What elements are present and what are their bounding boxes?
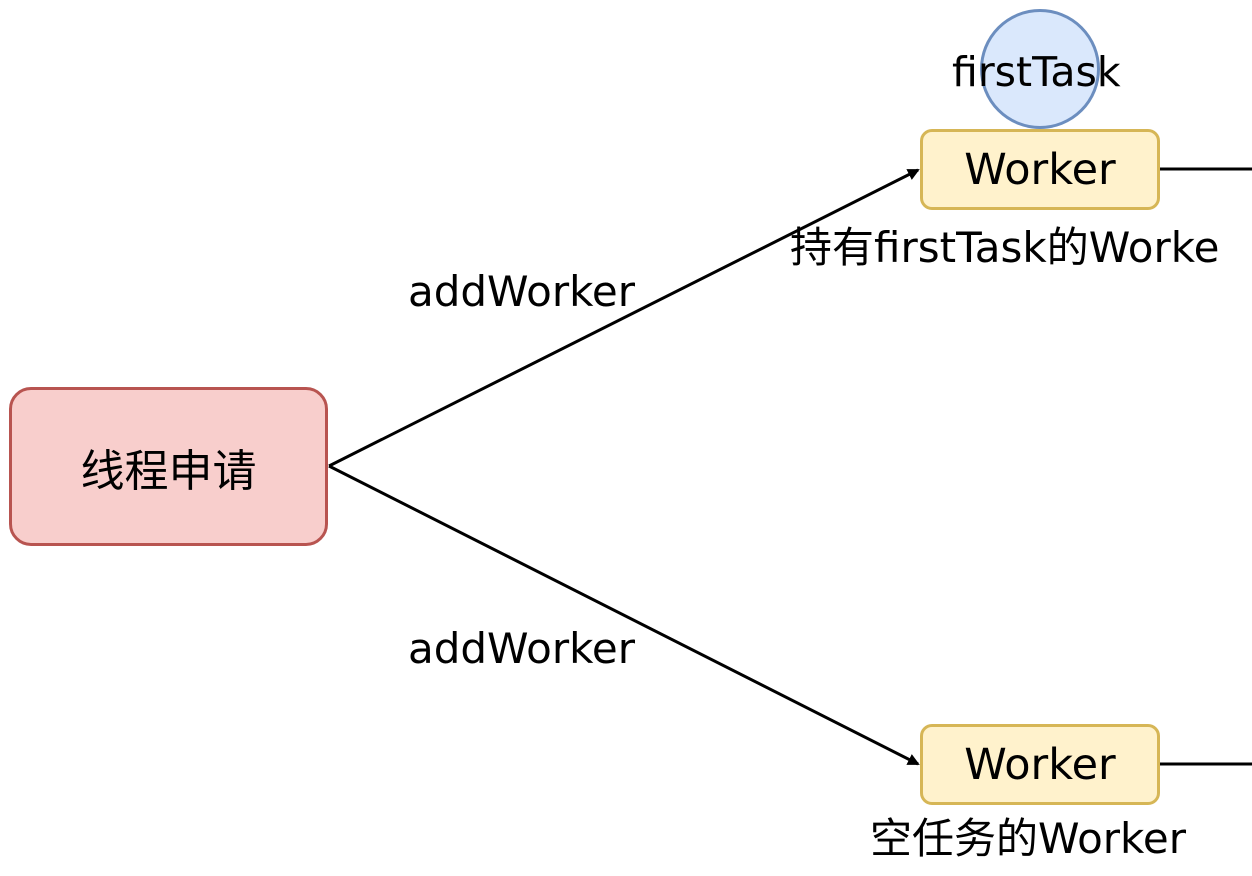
first-task-circle [980,9,1100,129]
worker-top-caption: 持有firstTask的Worke [790,223,1220,272]
edge-label-top: addWorker [408,267,636,316]
edge-label-bottom: addWorker [408,624,636,673]
request-node: 线程申请 [9,387,328,546]
worker-node-bottom: Worker [920,724,1160,805]
worker-top-label: Worker [964,144,1116,195]
worker-node-top: Worker [920,129,1160,210]
edge-to-top-worker [328,168,920,468]
request-node-label: 线程申请 [80,445,257,497]
worker-bottom-label: Worker [964,739,1116,790]
first-task-label: firstTask [952,48,1121,96]
edge-to-bottom-worker [328,464,920,766]
worker-bottom-caption: 空任务的Worker [870,814,1186,863]
